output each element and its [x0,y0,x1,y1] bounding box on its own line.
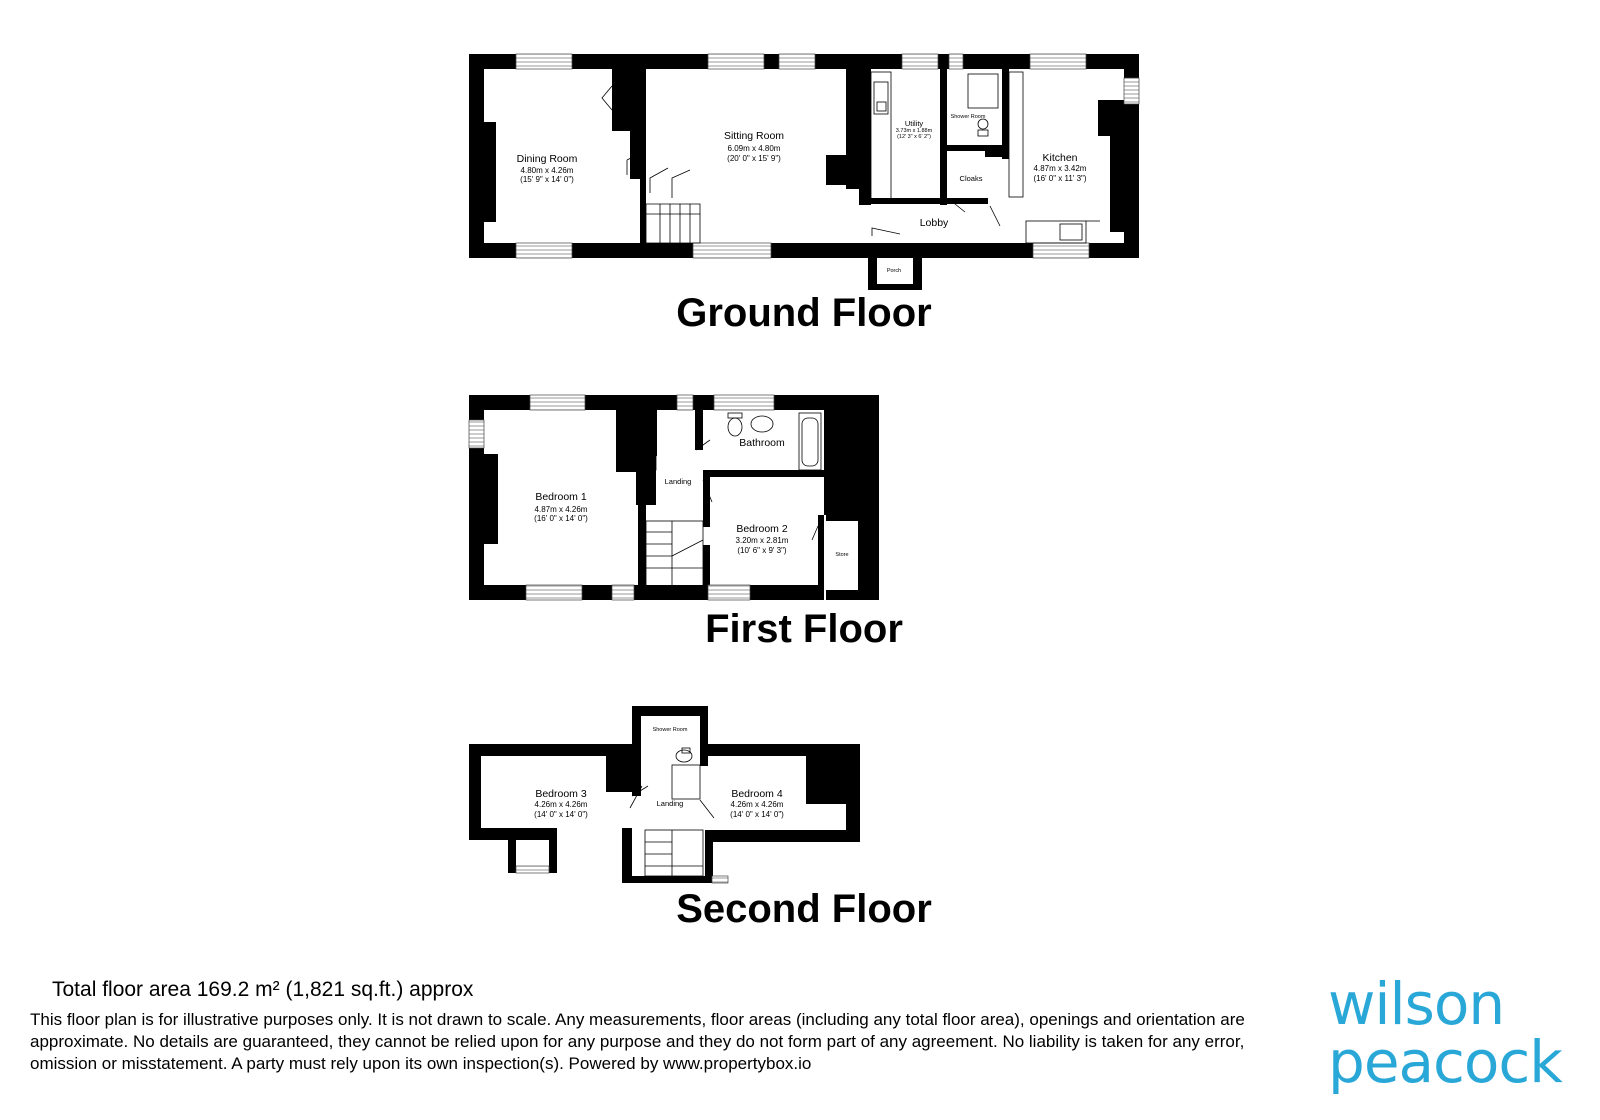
store-name: Store [835,552,848,558]
kitchen-name: Kitchen [1042,152,1077,164]
bedroom-3-imperial: (14' 0" x 14' 0") [534,810,588,819]
kitchen-metric: 4.87m x 3.42m [1034,164,1087,173]
dining-room-imperial: (15' 9" x 14' 0") [520,175,574,184]
cloaks-name: Cloaks [960,174,983,183]
bedroom-2-metric: 3.20m x 2.81m [736,536,789,545]
kitchen-imperial: (16' 0" x 11' 3") [1033,174,1086,183]
second-floor-walls [469,706,860,883]
bedroom-4-metric: 4.26m x 4.26m [731,800,784,809]
lobby-name: Lobby [920,217,949,229]
utility-name: Utility [905,119,924,128]
utility-metric: 3.73m x 1.88m [896,128,933,134]
second-floor-plan: Bedroom 3 4.26m x 4.26m (14' 0" x 14' 0"… [469,706,932,931]
first-floor-title: First Floor [705,607,903,651]
logo-line-1: wilson [1328,970,1505,1038]
dining-room-name: Dining Room [517,153,578,165]
sitting-room-imperial: (20' 0" x 15' 9") [727,154,781,163]
first-landing-name: Landing [665,477,692,486]
ground-floor-labels: Dining Room 4.80m x 4.26m (15' 9" x 14' … [517,114,1087,274]
total-floor-area: Total floor area 169.2 m² (1,821 sq.ft.)… [52,978,474,1001]
ground-floor-windows [515,53,1140,259]
second-floor-fixtures [629,747,715,877]
ground-shower-room-name: Shower Room [951,114,986,120]
second-shower-room-name: Shower Room [653,727,688,733]
dining-room-metric: 4.80m x 4.26m [521,166,574,175]
wilson-peacock-logo: wilson peacock [1328,975,1578,1091]
ground-floor-walls [469,54,1139,290]
floor-plan-drawing: Dining Room 4.80m x 4.26m (15' 9" x 14' … [468,53,1140,931]
first-floor-fixtures [643,412,822,588]
bedroom-2-imperial: (10' 6" x 9' 3") [737,546,787,555]
second-floor-windows [515,865,729,884]
first-floor-plan: Bedroom 1 4.87m x 4.26m (16' 0" x 14' 0"… [468,394,903,651]
first-floor-walls [469,395,879,600]
bedroom-4-name: Bedroom 4 [731,788,783,800]
first-floor-windows [468,394,775,601]
bedroom-1-imperial: (16' 0" x 14' 0") [534,514,588,523]
bedroom-3-name: Bedroom 3 [535,788,587,800]
porch-name: Porch [887,268,901,274]
ground-floor-fixtures [601,71,1100,244]
second-floor-labels: Bedroom 3 4.26m x 4.26m (14' 0" x 14' 0"… [534,727,784,819]
bedroom-1-metric: 4.87m x 4.26m [535,505,588,514]
bathroom-name: Bathroom [739,437,785,449]
logo-line-2: peacock [1328,1028,1563,1096]
utility-imperial: (12' 3" x 6' 2") [897,134,931,140]
first-floor-labels: Bedroom 1 4.87m x 4.26m (16' 0" x 14' 0"… [534,437,848,558]
bedroom-2-name: Bedroom 2 [736,523,788,535]
bedroom-3-metric: 4.26m x 4.26m [535,800,588,809]
ground-floor-title: Ground Floor [676,291,932,335]
bedroom-4-imperial: (14' 0" x 14' 0") [730,810,784,819]
bedroom-1-name: Bedroom 1 [535,491,587,503]
disclaimer-text: This floor plan is for illustrative purp… [30,1010,1245,1073]
sitting-room-name: Sitting Room [724,130,784,142]
second-landing-name: Landing [657,799,684,808]
ground-floor-plan: Dining Room 4.80m x 4.26m (15' 9" x 14' … [469,53,1140,335]
sitting-room-metric: 6.09m x 4.80m [728,144,781,153]
second-floor-title: Second Floor [676,887,932,931]
